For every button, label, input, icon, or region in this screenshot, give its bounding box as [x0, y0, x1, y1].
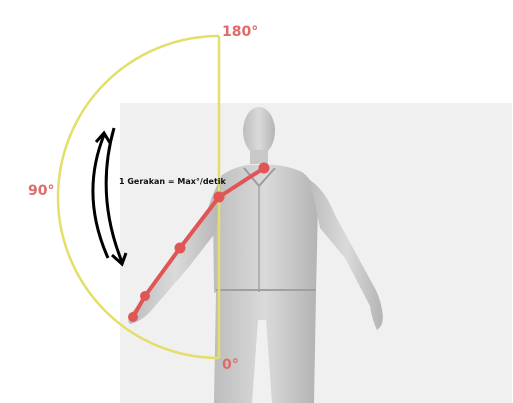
- angle-label-bottom: 0°: [222, 358, 239, 372]
- angle-label-side: 90°: [28, 184, 54, 198]
- angle-label-top: 180°: [222, 25, 258, 39]
- speed-formula-label: 1 Gerakan = Max°/detik: [119, 177, 226, 186]
- figure-head: [243, 107, 275, 155]
- joint-elbow: [175, 243, 186, 254]
- joint-hand: [128, 312, 138, 322]
- figure-neck: [250, 150, 268, 164]
- figure-torso: [213, 165, 318, 300]
- joint-shoulder: [214, 192, 225, 203]
- curved-arrow-inner: [106, 128, 122, 262]
- joint-wrist: [140, 291, 150, 301]
- joint-neck: [259, 163, 270, 174]
